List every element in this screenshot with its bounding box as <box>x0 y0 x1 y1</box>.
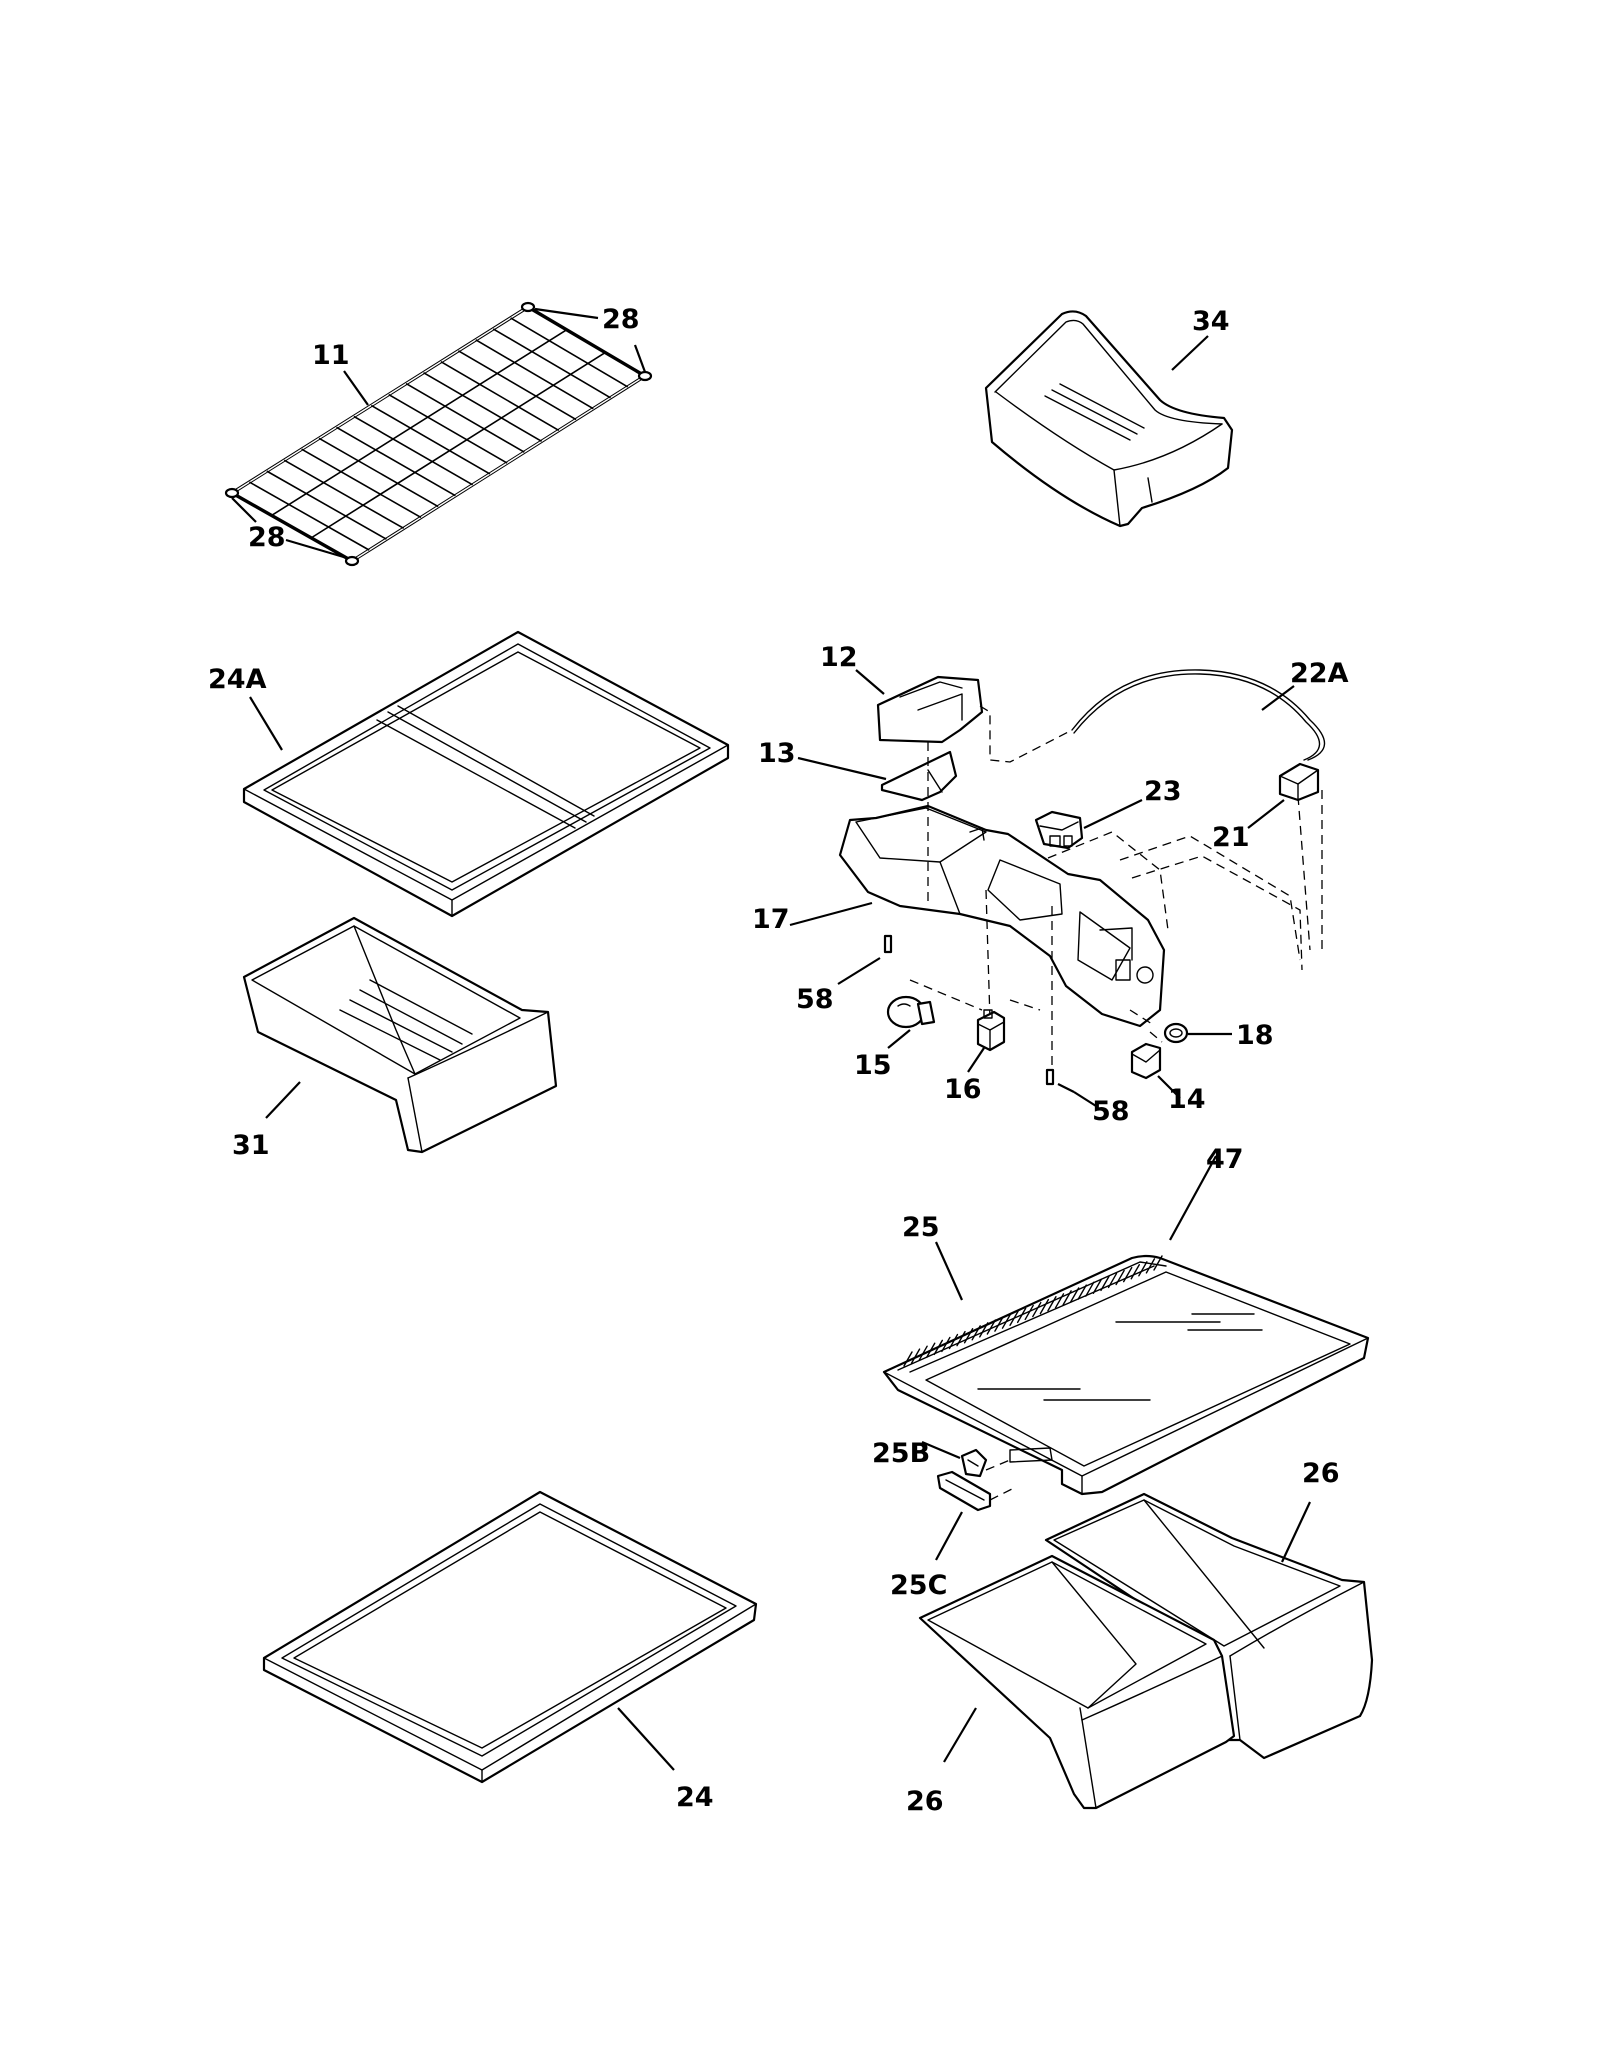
label-part-34: 34 <box>1192 306 1230 337</box>
wire-harness <box>1071 669 1326 761</box>
label-part-13: 13 <box>758 738 796 769</box>
label-part-26-upper: 26 <box>1302 1458 1340 1489</box>
label-part-12: 12 <box>820 642 858 673</box>
light-socket <box>976 1009 1006 1052</box>
end-cap <box>637 370 653 382</box>
temperature-control <box>1034 810 1084 850</box>
label-part-24a: 24A <box>208 664 267 695</box>
label-part-23: 23 <box>1144 776 1182 807</box>
label-part-28-upper: 28 <box>602 304 640 335</box>
push-button <box>1163 1022 1189 1044</box>
screw <box>883 934 893 954</box>
label-part-14: 14 <box>1168 1084 1206 1115</box>
glass-shelf <box>262 1490 758 1784</box>
humidity-slider <box>960 1448 988 1478</box>
screw <box>1045 1068 1055 1086</box>
end-cap <box>344 555 360 567</box>
wire-shelf <box>224 301 653 567</box>
label-part-18: 18 <box>1236 1020 1274 1051</box>
label-part-16: 16 <box>944 1074 982 1105</box>
end-cap <box>224 487 240 499</box>
shelf-assembly <box>242 630 730 918</box>
label-part-24: 24 <box>676 1782 714 1813</box>
wire-connector <box>1278 762 1320 802</box>
label-part-58-right: 58 <box>1092 1096 1130 1127</box>
end-cap <box>520 301 536 313</box>
label-part-28-lower: 28 <box>248 522 286 553</box>
label-part-17: 17 <box>752 904 790 935</box>
light-housing <box>876 675 984 744</box>
label-part-47: 47 <box>1206 1144 1244 1175</box>
storage-bin <box>984 310 1234 528</box>
label-part-58-left: 58 <box>796 984 834 1015</box>
label-part-15: 15 <box>854 1050 892 1081</box>
label-part-11: 11 <box>312 340 350 371</box>
crisper-drawer-front <box>918 1554 1236 1810</box>
label-part-22a: 22A <box>1290 658 1349 689</box>
light-shield <box>880 750 958 802</box>
label-part-25b: 25B <box>872 1438 930 1469</box>
label-part-25c: 25C <box>890 1570 947 1601</box>
label-part-31: 31 <box>232 1130 270 1161</box>
label-part-26-lower: 26 <box>906 1786 944 1817</box>
crisper-cover <box>882 1254 1370 1496</box>
deli-drawer <box>242 916 558 1154</box>
label-part-21: 21 <box>1212 822 1250 853</box>
light-bulb <box>886 995 936 1029</box>
light-switch <box>1130 1042 1162 1080</box>
humidity-control-panel <box>936 1470 992 1512</box>
label-part-25: 25 <box>902 1212 940 1243</box>
control-housing <box>838 804 1166 1028</box>
